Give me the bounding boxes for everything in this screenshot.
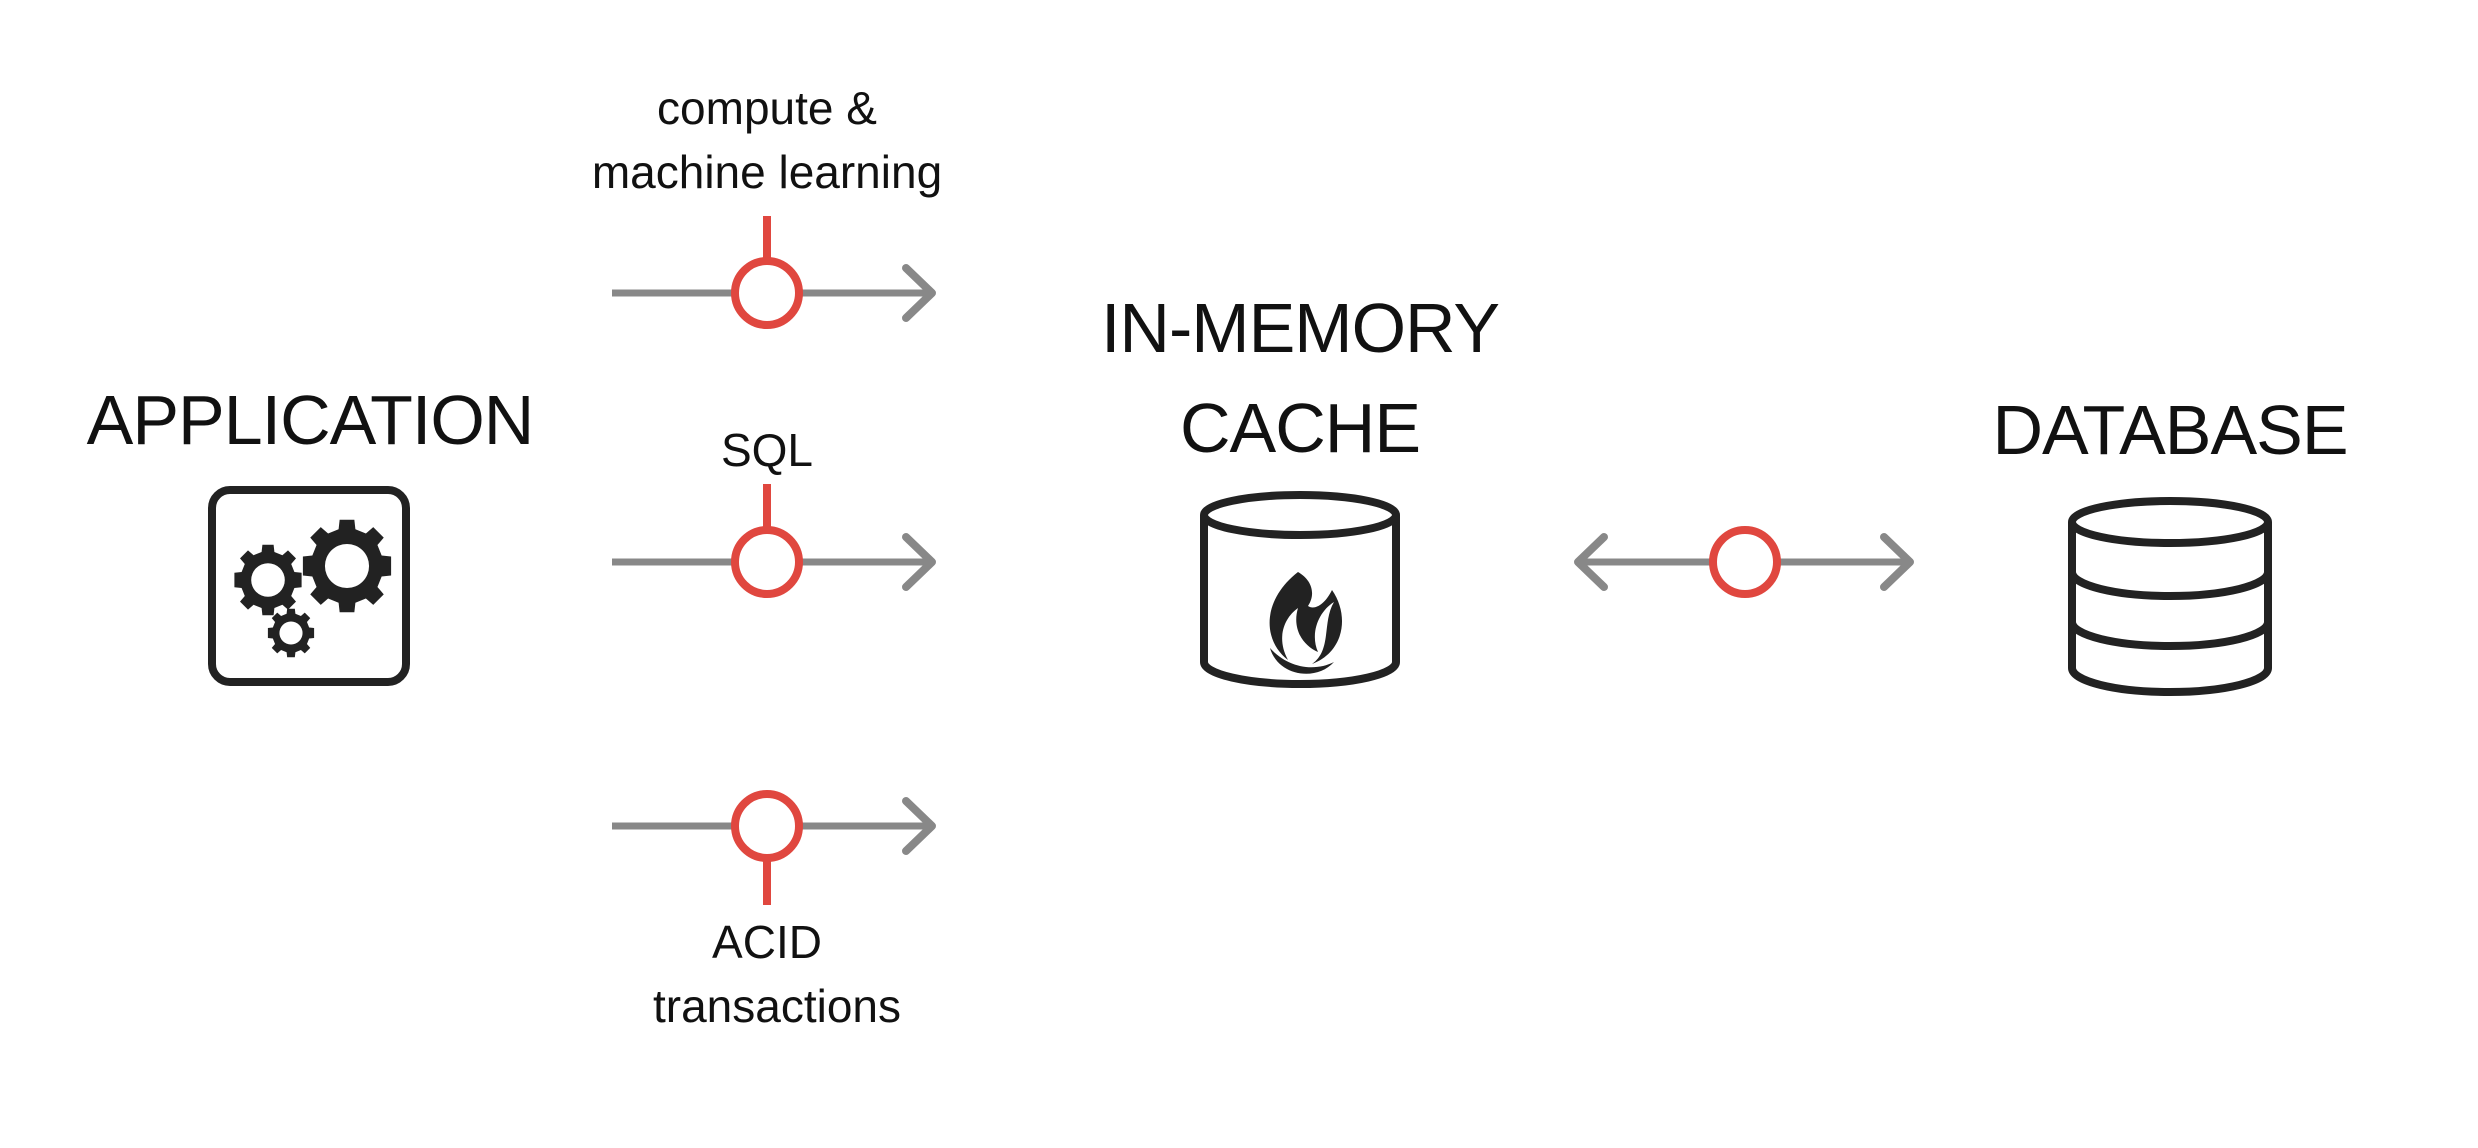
compute-ml-connector bbox=[731, 216, 803, 329]
acid-label-line2: transactions bbox=[652, 980, 901, 1032]
compute-ml-label-line1: compute & bbox=[657, 82, 877, 134]
cache-title-line1: IN-MEMORY bbox=[1100, 289, 1500, 367]
database-stack-icon bbox=[2068, 497, 2272, 696]
application-title: APPLICATION bbox=[86, 381, 535, 459]
gears-icon bbox=[208, 486, 410, 686]
compute-ml-label-line2: machine learning bbox=[591, 146, 943, 198]
acid-label-line1: ACID bbox=[712, 916, 822, 968]
sql-label: SQL bbox=[720, 424, 814, 476]
database-title: DATABASE bbox=[1992, 391, 2348, 469]
flame-cylinder-icon bbox=[1200, 491, 1400, 688]
acid-connector bbox=[731, 790, 803, 905]
cache-title-line2: CACHE bbox=[1179, 389, 1421, 467]
cache-database-connector bbox=[1709, 526, 1781, 598]
sql-connector bbox=[731, 484, 803, 598]
